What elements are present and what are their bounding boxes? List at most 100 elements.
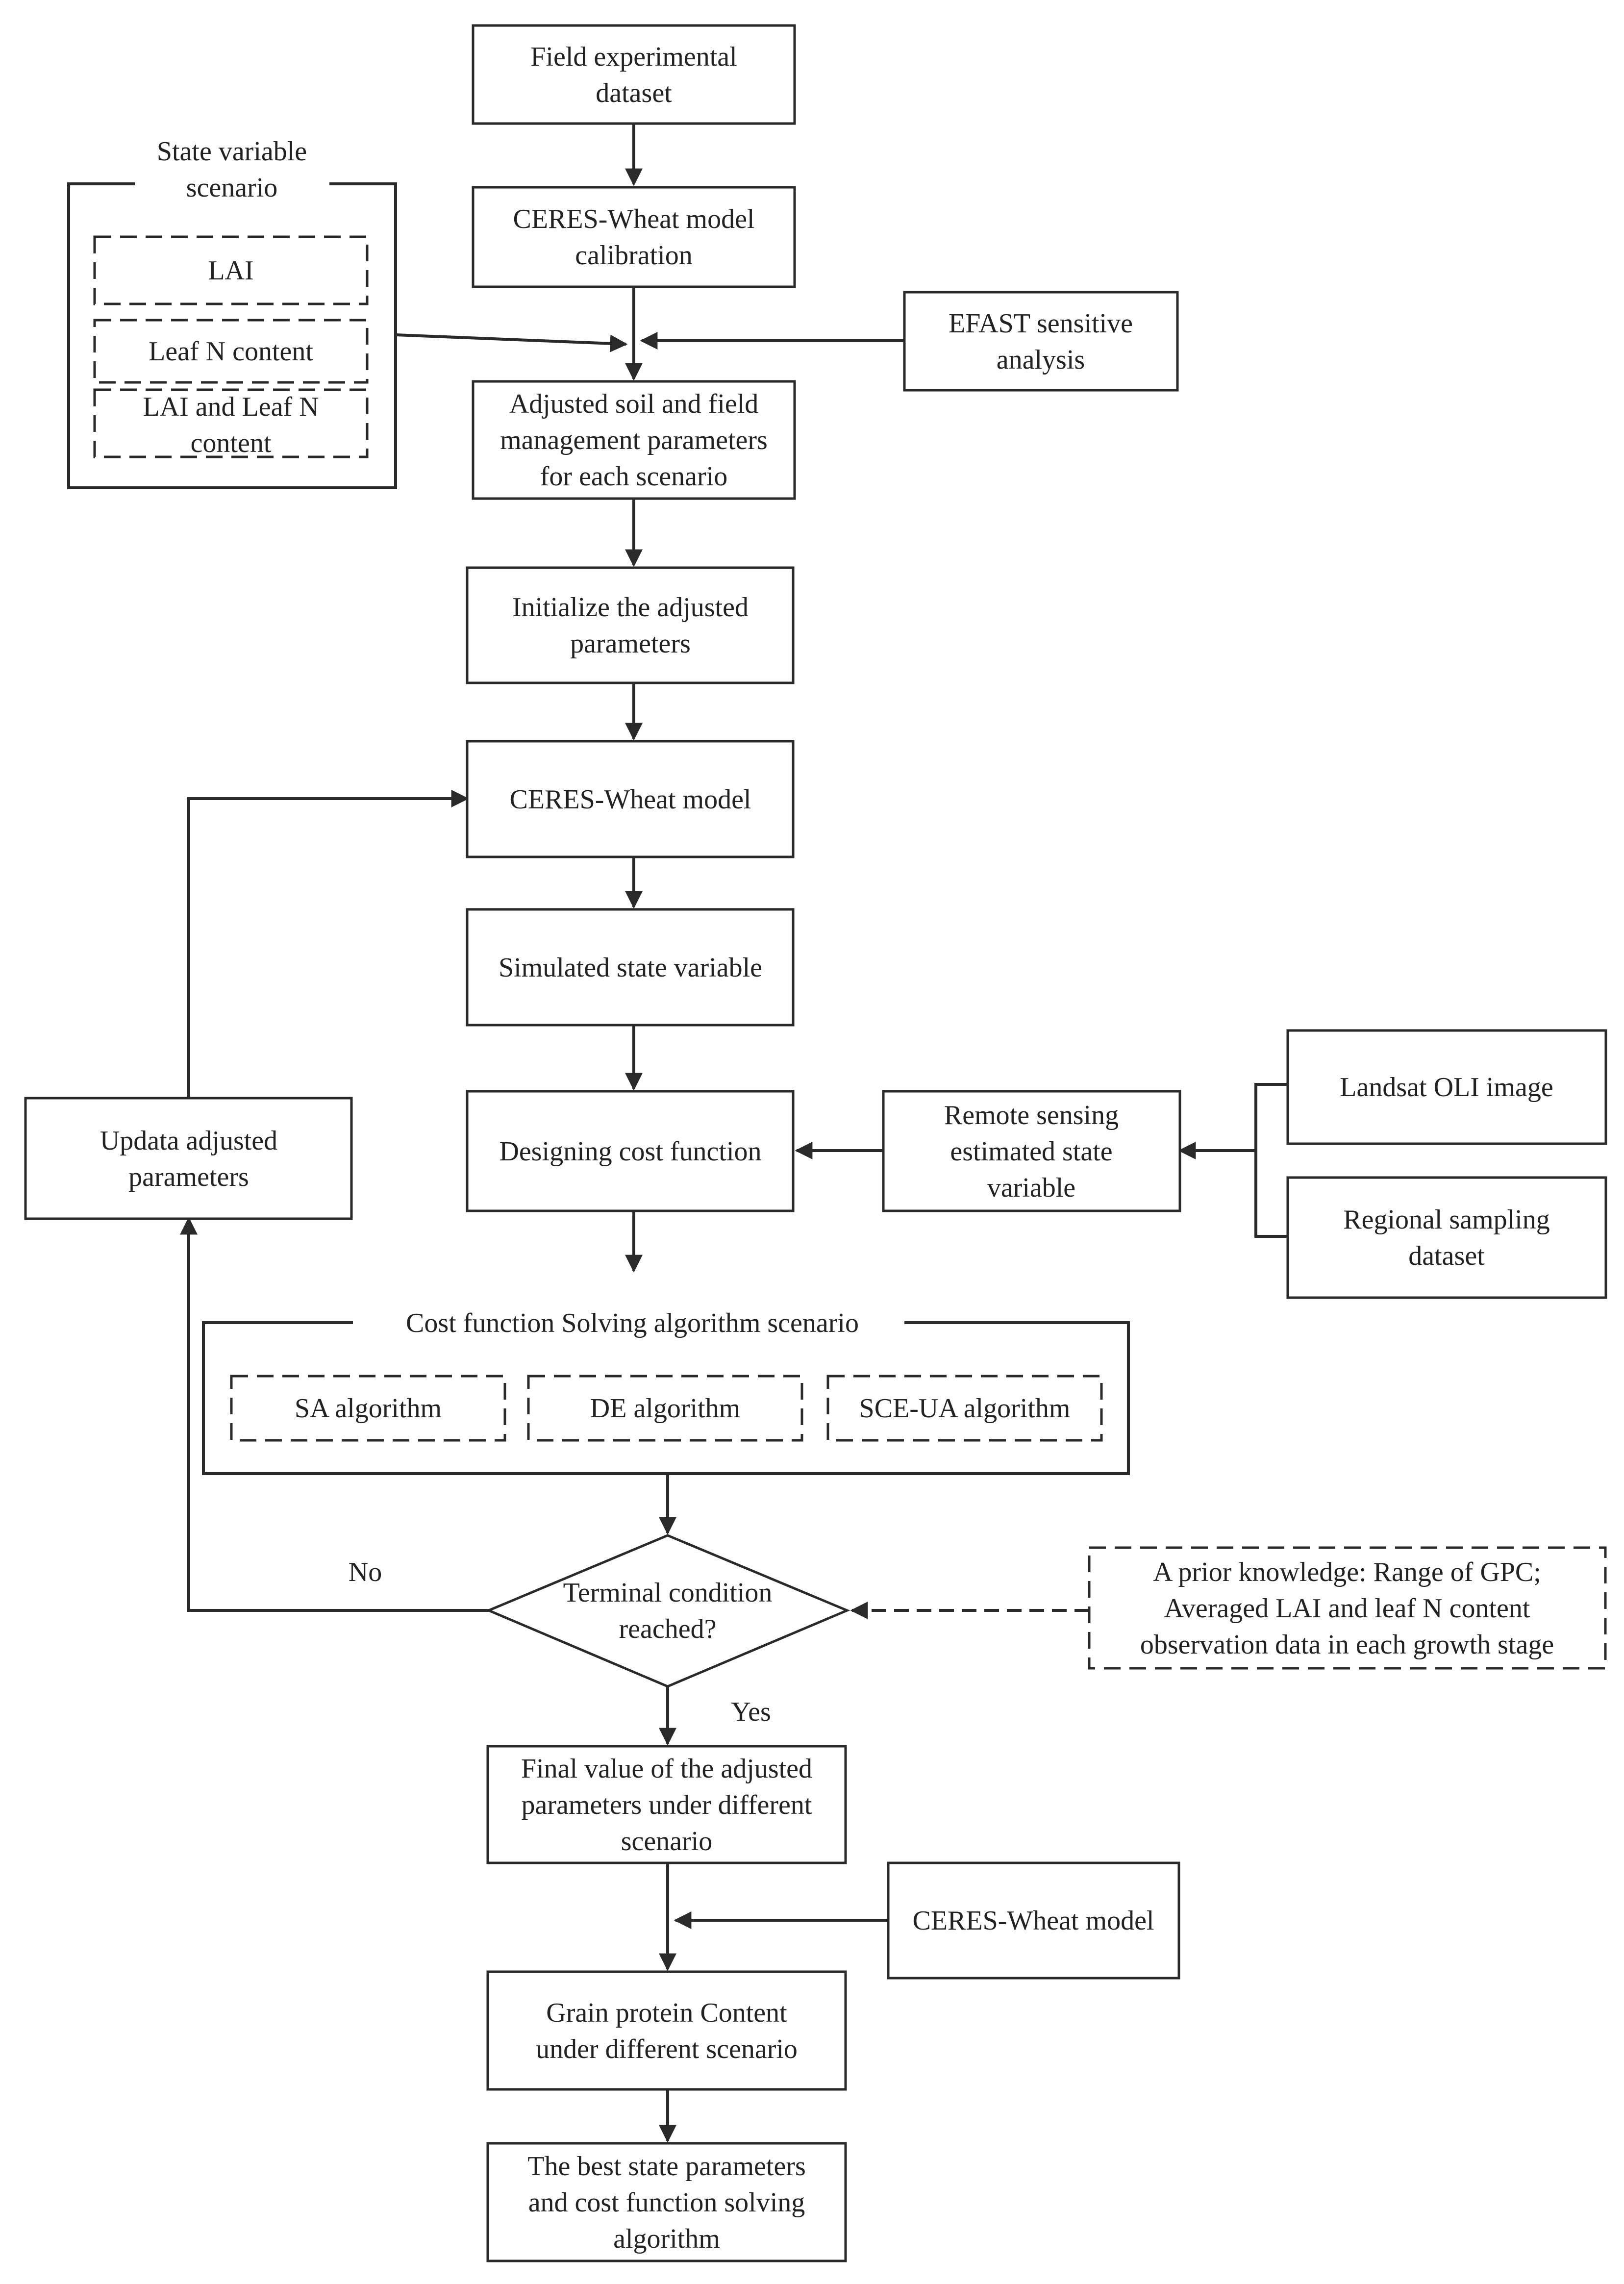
node-ceres-model-2: CERES-Wheat model: [887, 1861, 1180, 1980]
arrow-no-to-update: [180, 1217, 489, 1612]
label-line: parameters under different: [522, 1790, 812, 1820]
node-gpc: Grain protein Content under different sce…: [486, 1970, 847, 2091]
label-line: A prior knowledge: Range of GPC;: [1153, 1557, 1541, 1587]
node-final-value-label: Final value of the adjusted parameters un…: [521, 1754, 812, 1857]
label-line: Landsat OLI image: [1340, 1072, 1553, 1103]
label-line: CERES-Wheat model: [912, 1906, 1154, 1936]
label-line: Remote sensing: [944, 1100, 1119, 1130]
node-update: Updata adjusted parameters: [24, 1097, 353, 1220]
node-ceres-model: CERES-Wheat model: [466, 740, 795, 858]
label-line: observation data in each growth stage: [1140, 1630, 1554, 1660]
node-terminal: Terminal condition reached?: [485, 1534, 850, 1688]
solving-scenario-title: Cost function Solving algorithm scenario: [406, 1308, 859, 1338]
label-line: SA algorithm: [295, 1393, 442, 1424]
sa-algorithm-box: [230, 1375, 506, 1442]
node-landsat-label: Landsat OLI image: [1340, 1072, 1553, 1103]
node-rs-estimated: Remote sensing estimated state variable: [882, 1090, 1181, 1212]
label-yes: Yes: [731, 1697, 771, 1727]
node-landsat: Landsat OLI image: [1286, 1029, 1607, 1145]
sce-ua-algorithm-label: SCE-UA algorithm: [859, 1393, 1071, 1424]
arrow-scenario-to-junction: [395, 333, 628, 352]
node-calibration-label: CERES-Wheat model calibration: [513, 204, 754, 271]
label-line: Designing cost function: [499, 1136, 761, 1167]
label-line: management parameters: [500, 425, 768, 455]
scenario-lai-box: [93, 235, 369, 305]
node-prior-knowledge: A prior knowledge: Range of GPC; Averaged…: [1088, 1546, 1607, 1670]
label-line: Updata adjusted: [100, 1126, 277, 1156]
node-simulated: Simulated state variable: [466, 908, 795, 1027]
label-line: SCE-UA algorithm: [859, 1393, 1071, 1424]
solving-scenario-frame: [202, 1321, 1130, 1475]
label-line: Averaged LAI and leaf N content: [1164, 1593, 1530, 1624]
label-line: parameters: [128, 1162, 249, 1192]
sce-ua-algorithm-box: [826, 1375, 1103, 1442]
label-line: Simulated state variable: [499, 953, 762, 983]
label-line: under different scenario: [536, 2034, 798, 2064]
bracket-sources: [1254, 1083, 1288, 1238]
node-efast: EFAST sensitive analysis: [903, 291, 1179, 392]
label-line: calibration: [575, 240, 692, 271]
node-efast-label: EFAST sensitive analysis: [949, 308, 1133, 375]
label-line: dataset: [596, 78, 672, 108]
label-line: reached?: [619, 1614, 717, 1644]
scenario-lai-leaf-n-label: LAI and Leaf N content: [143, 392, 319, 458]
node-initialize-label: Initialize the adjusted parameters: [512, 592, 749, 659]
scenario-leaf-n-box: [93, 319, 369, 384]
label-line: and cost function solving: [528, 2187, 805, 2218]
scenario-lai-label: LAI: [208, 255, 253, 286]
de-algorithm-label: DE algorithm: [590, 1393, 740, 1424]
arrow-update-to-model: [187, 790, 469, 1098]
connectors: [180, 124, 1288, 2143]
scenario-leaf-n-label: Leaf N content: [149, 336, 313, 367]
node-update-label: Updata adjusted parameters: [100, 1126, 277, 1192]
label-line: Final value of the adjusted: [521, 1754, 812, 1784]
label-line: scenario: [621, 1826, 713, 1857]
node-prior-knowledge-label: A prior knowledge: Range of GPC; Averaged…: [1140, 1557, 1554, 1660]
label-line: LAI: [208, 255, 253, 286]
node-rs-estimated-label: Remote sensing estimated state variable: [944, 1100, 1119, 1203]
node-gpc-label: Grain protein Content under different sce…: [536, 1998, 798, 2064]
scenario-lai-leaf-n-box: [93, 388, 369, 458]
solving-scenario-group: Cost function Solving algorithm scenario…: [202, 1306, 1130, 1475]
label-line: parameters: [570, 628, 691, 659]
label-line: analysis: [997, 345, 1085, 375]
label-line: dataset: [1408, 1241, 1485, 1271]
label-line: Grain protein Content: [546, 1998, 787, 2028]
label-line: algorithm: [613, 2224, 720, 2254]
de-algorithm-box: [527, 1375, 803, 1442]
title-backing: [396, 1306, 869, 1340]
label-line: scenario: [186, 173, 278, 203]
label-line: Terminal condition: [563, 1578, 773, 1608]
label-line: Regional sampling: [1343, 1205, 1550, 1235]
node-cost-function: Designing cost function: [466, 1090, 795, 1212]
label-line: variable: [987, 1173, 1075, 1203]
node-best: The best state parameters and cost functi…: [486, 2142, 847, 2262]
label-line: The best state parameters: [527, 2151, 806, 2182]
node-regional-label: Regional sampling dataset: [1343, 1205, 1550, 1271]
node-simulated-label: Simulated state variable: [499, 953, 762, 983]
label-line: DE algorithm: [590, 1393, 740, 1424]
label-line: Initialize the adjusted: [512, 592, 749, 623]
state-variable-scenario-frame: [67, 182, 397, 489]
node-final-value: Final value of the adjusted parameters un…: [486, 1745, 847, 1864]
node-initialize: Initialize the adjusted parameters: [466, 566, 795, 684]
node-ceres-model-2-label: CERES-Wheat model: [912, 1906, 1154, 1936]
node-calibration: CERES-Wheat model calibration: [472, 186, 796, 288]
label-line: EFAST sensitive: [949, 308, 1133, 339]
node-best-label: The best state parameters and cost functi…: [527, 2151, 806, 2254]
node-ceres-model-label: CERES-Wheat model: [509, 784, 751, 815]
node-terminal-label: Terminal condition reached?: [563, 1578, 773, 1644]
label-line: estimated state: [950, 1136, 1112, 1167]
label-line: content: [191, 428, 272, 458]
label-line: for each scenario: [540, 461, 727, 492]
label-line: LAI and Leaf N: [143, 392, 319, 422]
label-line: CERES-Wheat model: [513, 204, 754, 234]
label-line: Cost function Solving algorithm scenario: [406, 1308, 859, 1338]
